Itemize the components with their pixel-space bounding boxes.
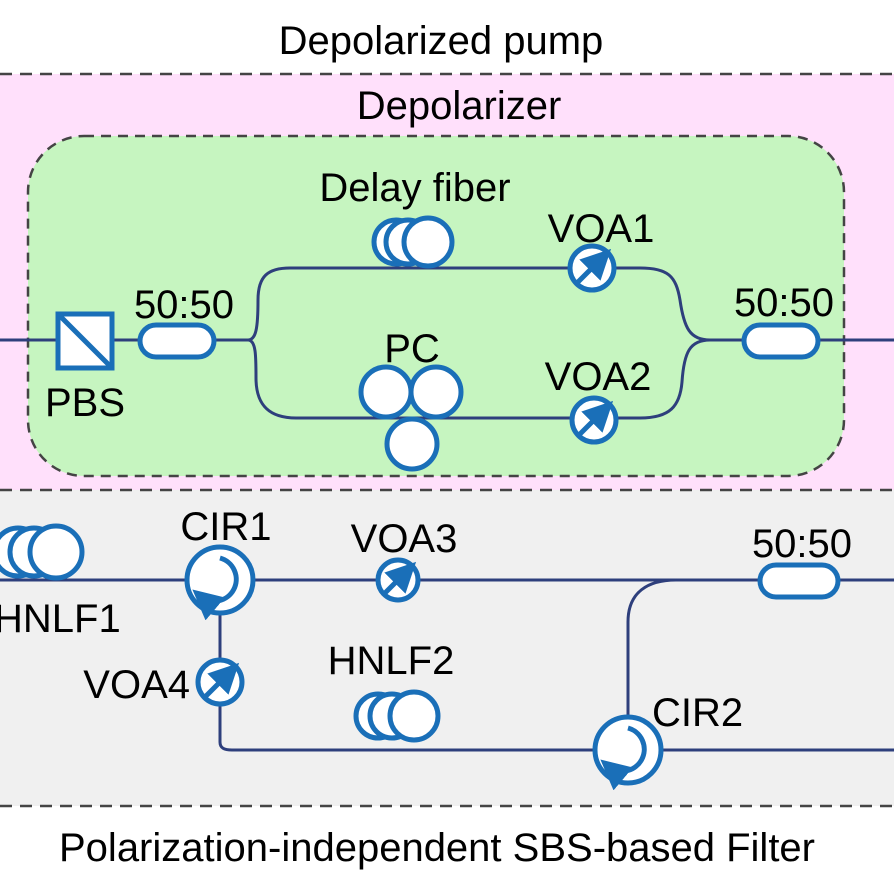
voa1 <box>567 243 617 293</box>
filter-region <box>0 490 894 806</box>
voa3 <box>375 557 421 603</box>
pbs <box>55 311 115 371</box>
coupler-out <box>741 322 821 360</box>
hnlf2-coil <box>353 689 441 743</box>
coupler-to-cir2-fiber <box>626 578 678 718</box>
pbs-label: PBS <box>45 381 125 425</box>
hnlf1-coil <box>0 523 85 581</box>
cir1 <box>184 544 256 621</box>
coupler-in <box>137 322 217 360</box>
voa3-label: VOA3 <box>351 517 458 561</box>
hnlf2-label: HNLF2 <box>328 639 455 683</box>
cir1-label: CIR1 <box>180 505 271 549</box>
depolarizer-box <box>26 134 846 478</box>
depolarizer-title: Depolarizer <box>357 84 562 128</box>
coupler-in-label: 50:50 <box>134 283 234 327</box>
filter-title: Polarization-independent SBS-based Filte… <box>59 826 815 870</box>
delay-fiber-label: Delay fiber <box>319 166 510 210</box>
lower-arm-fiber <box>246 338 712 420</box>
delay-fiber-coil <box>371 215 455 269</box>
cir2-label: CIR2 <box>652 691 743 735</box>
upper-arm-fiber <box>246 266 712 342</box>
pc-label: PC <box>384 327 440 371</box>
voa1-label: VOA1 <box>548 207 655 251</box>
coupler-out-label: 50:50 <box>734 281 834 325</box>
voa4-to-cir2-fiber <box>218 704 596 752</box>
pc <box>358 364 464 472</box>
hnlf1-label: HNLF1 <box>0 597 121 641</box>
cir2 <box>592 714 664 791</box>
pump-title: Depolarized pump <box>279 19 604 63</box>
voa2-label: VOA2 <box>545 355 652 399</box>
voa2 <box>569 395 619 445</box>
voa4-label: VOA4 <box>83 663 190 707</box>
voa4 <box>195 657 245 707</box>
coupler-filter <box>757 562 841 600</box>
coupler-filter-label: 50:50 <box>752 522 852 566</box>
